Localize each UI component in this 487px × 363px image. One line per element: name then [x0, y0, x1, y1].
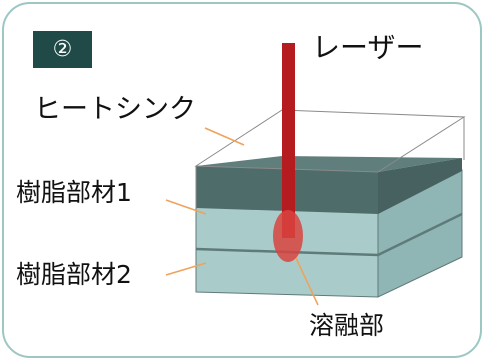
- resin-interface-seam: [195, 212, 463, 257]
- melt-zone-leader: [295, 257, 319, 306]
- melt-zone: [273, 210, 303, 262]
- heat-sink-dark-side: [378, 158, 462, 214]
- laser-beam: [282, 43, 295, 238]
- resin1-leader: [165, 199, 207, 215]
- melt-zone-label: 溶融部: [309, 311, 385, 340]
- resin2-leader: [165, 262, 207, 276]
- resin-part-1-label: 樹脂部材1: [16, 178, 132, 207]
- resin-part-2-label: 樹脂部材2: [16, 260, 132, 289]
- laser-label: レーザー: [312, 31, 424, 64]
- heat-sink-leader: [204, 127, 245, 146]
- step-badge: ②: [33, 31, 92, 68]
- heat-sink-label: ヒートシンク: [34, 94, 196, 125]
